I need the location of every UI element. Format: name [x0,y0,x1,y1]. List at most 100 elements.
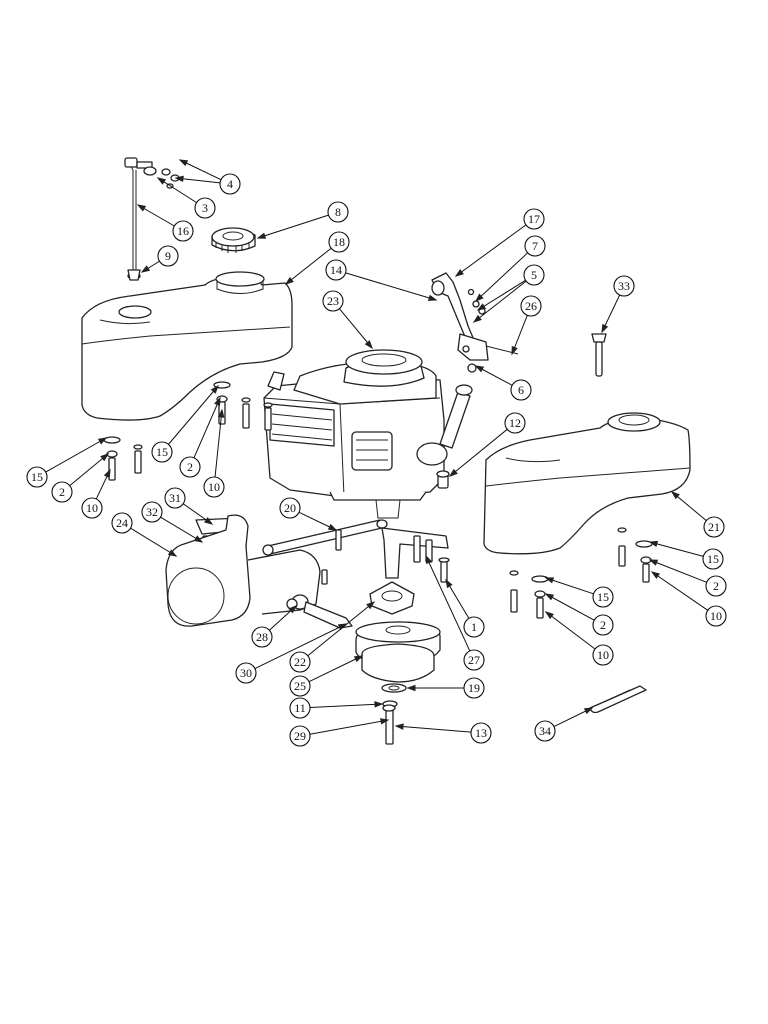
callout-9: 9 [157,245,179,267]
leader-line-17 [455,224,527,277]
leader-arrowhead-27 [425,554,433,565]
callout-circle [26,466,48,488]
leader-arrowhead-10 [218,408,225,418]
callout-circle [325,259,347,281]
callout-18: 18 [328,231,350,253]
leader-line-3 [157,177,197,204]
callout-33: 33 [613,275,635,297]
callout-number: 7 [532,239,538,253]
leader-arrowhead-19 [406,684,416,692]
callout-number: 20 [284,501,296,515]
callout-29: 29 [289,725,311,747]
callout-number: 22 [294,655,306,669]
leader-arrowhead-10 [544,611,554,620]
callout-4: 4 [219,173,241,195]
left-tank-hardware-part [103,381,273,481]
callout-circle [111,512,133,534]
leader-arrowhead-24 [167,549,178,557]
callout-number: 23 [327,294,339,308]
leader-arrowhead-5 [476,303,487,311]
leader-line-10 [214,409,223,478]
leader-line-14 [345,272,437,301]
callout-circle [179,456,201,478]
callout-circle [157,245,179,267]
callout-circle [81,497,103,519]
leader-arrowhead-32 [193,535,204,543]
leader-arrowhead-10 [103,468,111,479]
leader-arrowhead-28 [288,604,298,614]
callout-circle [705,605,727,627]
callout-number: 4 [227,177,233,191]
callout-26: 26 [520,295,542,317]
leader-arrowhead-34 [583,707,594,715]
callout-circle [172,220,194,242]
callout-20: 20 [279,497,301,519]
leader-arrowhead-26 [511,345,518,356]
leader-line-22 [307,601,375,657]
callout-7: 7 [524,235,546,257]
callout-circle [703,516,725,538]
callout-number: 15 [156,445,168,459]
callout-number: 24 [116,516,128,530]
pulley-bolt-part [382,704,396,745]
leader-line-15 [45,437,107,473]
muffler-part [165,514,321,627]
callout-circle [279,497,301,519]
callout-circle [194,197,216,219]
leader-line-15 [545,577,594,595]
leader-arrowhead-20 [327,523,338,531]
spacer-plate-part [369,581,415,615]
leader-arrowhead-22 [366,601,376,610]
engine-mount-bracket-part [381,527,450,583]
callout-15: 15 [702,548,724,570]
leader-arrowhead-6 [474,365,485,373]
callout-32: 32 [141,501,163,523]
callout-11: 11 [289,697,311,719]
callout-2: 2 [705,575,727,597]
leader-arrowhead-15 [544,577,555,584]
callout-circle [524,235,546,257]
callout-circle [289,725,311,747]
leader-line-5 [477,279,526,311]
callout-number: 9 [165,249,171,263]
leader-line-2 [69,453,109,487]
leader-line-12 [449,428,508,477]
callout-circle [51,481,73,503]
leader-arrowhead-5 [472,314,482,323]
throttle-control-part [431,272,519,373]
leader-arrowhead-21 [670,491,680,500]
oil-fill-fitting-part [436,470,450,489]
leader-arrowhead-10 [650,571,660,579]
callout-number: 15 [31,470,43,484]
leader-line-25 [308,655,363,683]
callout-12: 12 [504,412,526,434]
callout-number: 10 [208,480,220,494]
callout-circle [592,586,614,608]
pulley-washer-part [381,683,407,708]
callout-number: 2 [59,485,65,499]
callout-31: 31 [164,487,186,509]
leader-arrowhead-23 [364,340,373,350]
leader-arrowhead-2 [100,453,110,462]
callout-8: 8 [327,201,349,223]
leader-arrowhead-33 [601,323,609,334]
leader-arrowhead-17 [454,268,464,277]
callout-1: 1 [463,616,485,638]
callout-circle [289,697,311,719]
callout-circle [151,441,173,463]
leader-arrowhead-12 [448,468,458,477]
callout-number: 17 [528,212,540,226]
leader-arrowhead-3 [156,177,167,185]
callout-circle [520,295,542,317]
fuel-cap-part [211,227,256,253]
callout-2: 2 [179,456,201,478]
leader-arrowhead-8 [256,232,267,239]
callout-13: 13 [470,722,492,744]
callout-10: 10 [81,497,103,519]
leader-arrowhead-4 [178,159,189,167]
callout-number: 15 [597,590,609,604]
callout-25: 25 [289,675,311,697]
leader-line-10 [545,611,596,650]
callout-circle [510,379,532,401]
callout-6: 6 [510,379,532,401]
